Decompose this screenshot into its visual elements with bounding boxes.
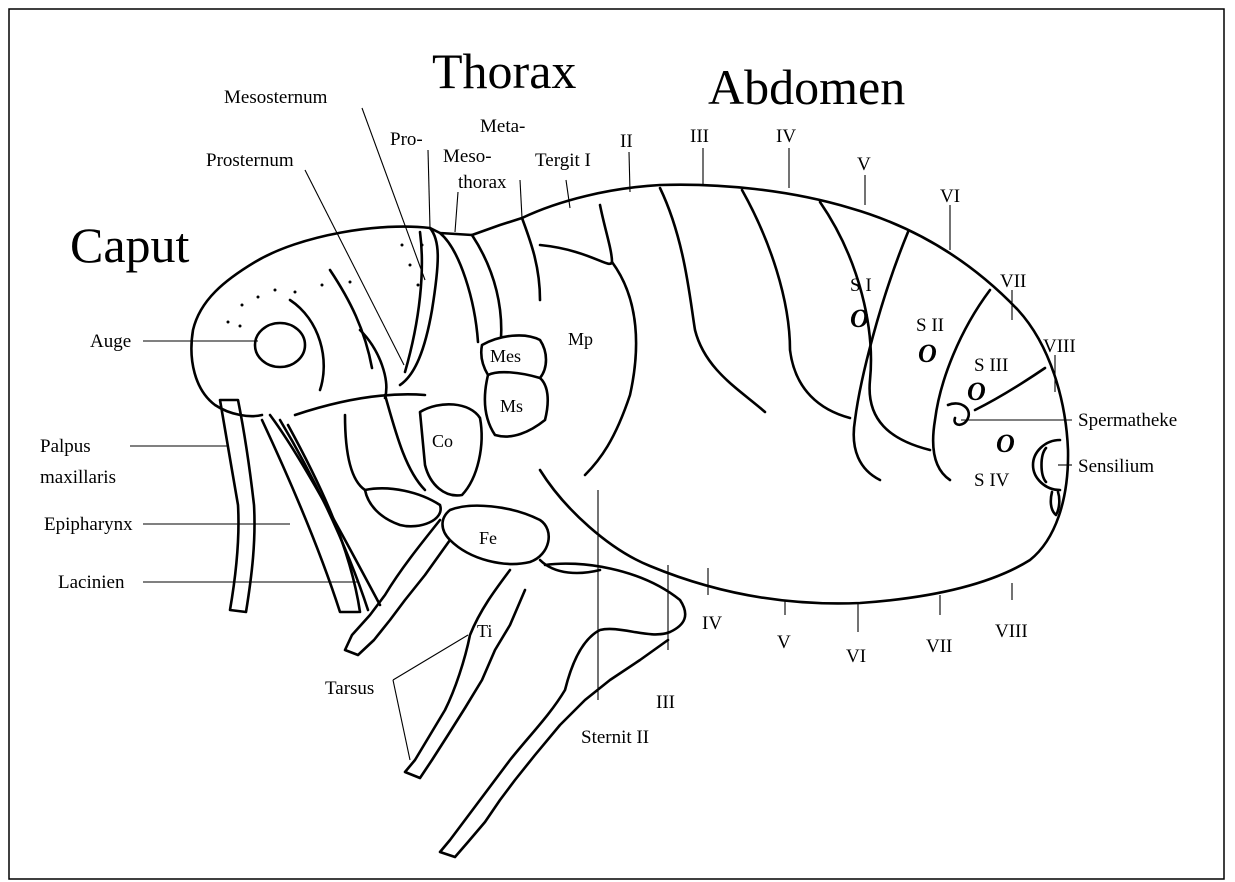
region-caput: Caput (70, 217, 190, 273)
tergite-viii: VIII (1043, 336, 1076, 357)
sternite-iii: III (656, 692, 675, 713)
stigma-label-s-iv: S IV (974, 470, 1010, 491)
inner-label-fe: Fe (479, 528, 497, 548)
label-prosternum: Prosternum (206, 150, 294, 171)
sternite-viii: VIII (995, 621, 1028, 642)
label-epipharynx: Epipharynx (44, 514, 133, 535)
tergite-v: V (857, 154, 871, 175)
sternite-vi: VI (846, 646, 866, 667)
inner-label-co: Co (432, 431, 453, 451)
tergite-vii: VII (1000, 271, 1026, 292)
stigma-mark-s-iii: O (967, 377, 986, 406)
region-thorax: Thorax (432, 43, 576, 99)
stigma-mark-s-iv: O (996, 429, 1015, 458)
label-lacinien: Lacinien (58, 572, 125, 593)
stigma-mark-s-ii: O (918, 339, 937, 368)
inner-label-ti: Ti (477, 621, 492, 641)
label-mesosternum: Mesosternum (224, 87, 328, 108)
sternite-iv: IV (702, 613, 722, 634)
label-auge: Auge (90, 331, 131, 352)
label-maxillaris: maxillaris (40, 467, 116, 488)
stigma-mark-s-i: O (850, 304, 869, 333)
stigma-label-s-ii: S II (916, 315, 944, 336)
tergite-iii: III (690, 126, 709, 147)
stigma-label-s-iii: S III (974, 355, 1008, 376)
inner-label-mp: Mp (568, 329, 593, 349)
label-meso: Meso- (443, 146, 492, 167)
diagram-border (9, 9, 1224, 879)
label-palpus: Palpus (40, 436, 91, 457)
inner-label-ms: Ms (500, 396, 523, 416)
label-tarsus: Tarsus (325, 678, 374, 699)
inner-label-mes: Mes (490, 346, 521, 366)
tergite-vi: VI (940, 186, 960, 207)
stigma-label-s-i: S I (850, 275, 872, 296)
sternite-vii: VII (926, 636, 952, 657)
region-abdomen: Abdomen (708, 59, 905, 115)
label-meta: Meta- (480, 116, 525, 137)
tergite-ii: II (620, 131, 633, 152)
tergite-iv: IV (776, 126, 796, 147)
label-sternit-ii: Sternit II (581, 727, 649, 748)
sternite-v: V (777, 632, 791, 653)
label-pro: Pro- (390, 129, 423, 150)
label-tergit-i: Tergit I (535, 150, 591, 171)
label-spermatheke: Spermatheke (1078, 410, 1177, 431)
label-sensilium: Sensilium (1078, 456, 1154, 477)
label-thorax-small: thorax (458, 172, 507, 193)
